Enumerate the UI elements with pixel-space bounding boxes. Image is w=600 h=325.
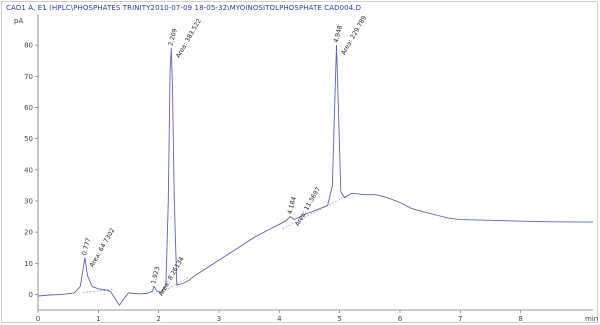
peak-area-label-1: Area: 8.26134 (158, 256, 186, 298)
peak-baseline-1 (158, 276, 189, 295)
peak-rt-label-3: 4.184 (287, 196, 298, 215)
x-tick-label-4: 4 (277, 315, 282, 323)
chromatogram-trace (37, 44, 594, 306)
peak-rt-label-0: 0.777 (81, 237, 92, 256)
x-tick-label-7: 7 (458, 315, 462, 323)
peak-rt-label-1: 1.923 (150, 266, 161, 285)
peak-area-label-3: Area: 11.5697 (294, 186, 322, 228)
x-tick-label-8: 8 (518, 315, 522, 323)
x-tick-label-6: 6 (398, 315, 403, 323)
peak-rt-label-4: 4.948 (333, 25, 344, 44)
x-axis-label: min (585, 315, 598, 323)
peak-area-label-4: Area: 229.789 (340, 15, 368, 57)
y-tick-label-20: 20 (24, 229, 33, 237)
y-tick-label-10: 10 (24, 260, 33, 268)
y-tick-label-40: 40 (24, 166, 33, 174)
peak-area-label-2: Area: 383.522 (175, 18, 203, 60)
peak-baseline-2 (282, 194, 349, 230)
x-tick-label-0: 0 (36, 315, 40, 323)
peak-baseline-0 (82, 289, 114, 293)
chart-title: CAD1 A, E1 (HPLC\PHOSPHATES TRINITY2010-… (6, 4, 362, 12)
x-tick-label-2: 2 (156, 315, 160, 323)
peak-rt-label-2: 2.209 (167, 28, 178, 47)
y-tick-label-80: 80 (24, 42, 33, 50)
y-tick-label-60: 60 (24, 104, 33, 112)
y-tick-label-70: 70 (24, 73, 33, 81)
x-tick-label-5: 5 (337, 315, 341, 323)
y-axis-label: pA (14, 17, 23, 25)
x-tick-label-3: 3 (217, 315, 221, 323)
y-tick-label-0: 0 (29, 291, 33, 299)
y-tick-label-50: 50 (24, 135, 33, 143)
y-tick-label-30: 30 (24, 197, 33, 205)
peak-area-label-0: Area: 64.7302 (89, 227, 117, 269)
x-tick-label-1: 1 (96, 315, 100, 323)
